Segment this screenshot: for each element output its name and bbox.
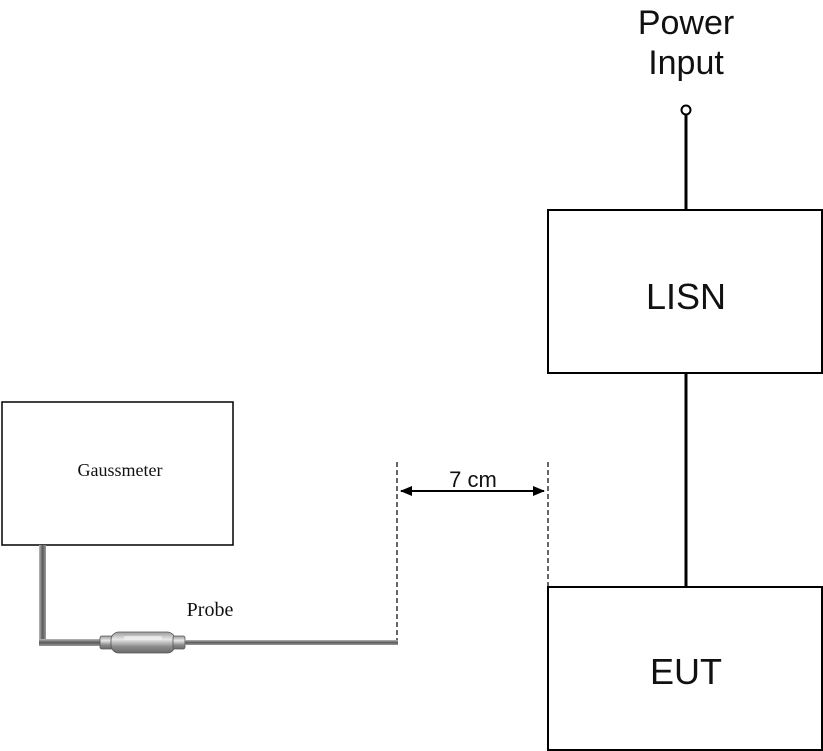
- eut-box: [547, 586, 823, 751]
- power-terminal: [680, 104, 692, 116]
- gaussmeter-label: Gaussmeter: [78, 460, 163, 480]
- probe-cable-vertical: [39, 545, 46, 645]
- probe-cable-horizontal: [39, 639, 111, 646]
- gaussmeter-box: [1, 401, 234, 546]
- power-input-label-line1: Power: [638, 4, 734, 42]
- eut-label: EUT: [650, 651, 722, 692]
- distance-label: 7 cm: [449, 467, 497, 492]
- probe-label: Probe: [187, 599, 234, 621]
- probe-handle: [99, 631, 186, 654]
- power-input-label-line2: Input: [648, 44, 724, 82]
- lisn-label: LISN: [646, 276, 726, 317]
- probe-shaft: [185, 640, 398, 645]
